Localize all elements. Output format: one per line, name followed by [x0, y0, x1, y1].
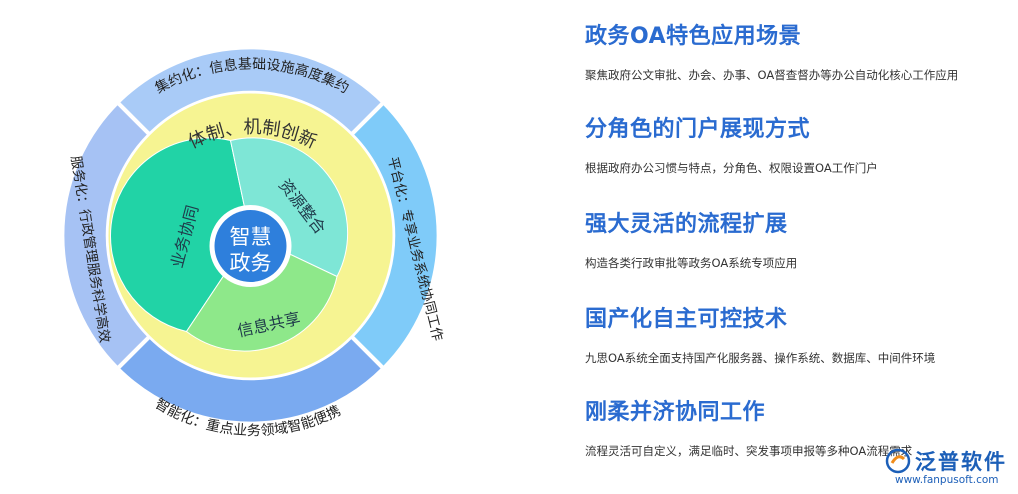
center-badge [214, 210, 287, 282]
feature-description: 九思OA系统全面支持国产化服务器、操作系统、数据库、中间件环境 [585, 351, 936, 365]
feature-title: 政务OA特色应用场景 [585, 24, 802, 49]
inner-segment-business-collab [110, 137, 252, 333]
feature-description: 构造各类行政审批等政务OA系统专项应用 [585, 256, 798, 270]
feature-list: 政务OA特色应用场景 聚焦政府公文审批、办会、办事、OA督查督办等办公自动化核心… [585, 0, 1015, 494]
feature-item: 刚柔并济协同工作 流程灵活可自定义，满足临时、突发事项申报等多种OA流程需求 [585, 398, 1015, 460]
feature-description: 根据政府办公习惯与特点，分角色、权限设置OA工作门户 [585, 161, 878, 175]
outer-ring-left-sector [60, 99, 153, 372]
feature-item: 分角色的门户展现方式 根据政府办公习惯与特点，分角色、权限设置OA工作门户 [585, 115, 1015, 177]
feature-title: 国产化自主可控技术 [585, 307, 788, 332]
feature-title: 刚柔并济协同工作 [585, 400, 766, 425]
feature-title: 分角色的门户展现方式 [585, 117, 811, 142]
center-label-line2: 政务 [230, 251, 272, 275]
feature-item: 政务OA特色应用场景 聚焦政府公文审批、办会、办事、OA督查督办等办公自动化核心… [585, 22, 1015, 84]
feature-item: 国产化自主可控技术 九思OA系统全面支持国产化服务器、操作系统、数据库、中间件环… [585, 305, 1015, 367]
brand-logo-icon [885, 448, 911, 474]
inner-segment-resource-integration [229, 137, 349, 278]
feature-description: 聚焦政府公文审批、办会、办事、OA督查督办等办公自动化核心工作应用 [585, 68, 959, 82]
feature-title: 强大灵活的流程扩展 [585, 212, 788, 237]
brand-name: 泛普软件 [915, 450, 1007, 474]
feature-item: 强大灵活的流程扩展 构造各类行政审批等政务OA系统专项应用 [585, 210, 1015, 272]
government-oa-ring-diagram: 智慧 政务 业务协同 资源整合 信息共享 体制、机制创新 集约化：信息基础设施高… [60, 45, 446, 439]
brand-watermark: 泛普软件 www.fanpusoft.com [885, 446, 1015, 492]
inner-segment-info-sharing [185, 234, 338, 352]
brand-url: www.fanpusoft.com [895, 474, 999, 486]
feature-description: 流程灵活可自定义，满足临时、突发事项申报等多种OA流程需求 [585, 444, 913, 458]
center-label-line1: 智慧 [230, 225, 272, 249]
